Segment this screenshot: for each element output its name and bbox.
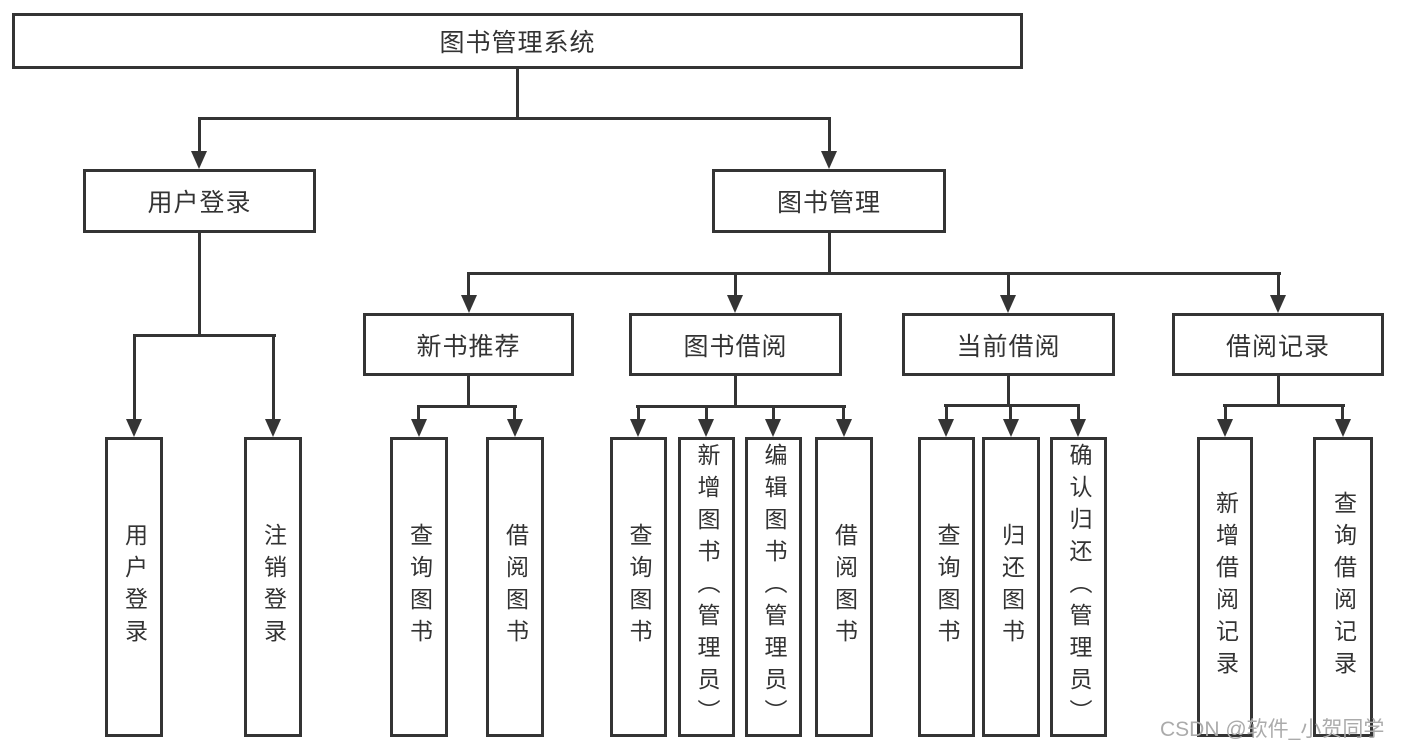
- connector-line: [945, 404, 948, 421]
- arrowhead-down-icon: [265, 419, 281, 437]
- connector-line: [467, 373, 470, 408]
- connector-line: [133, 334, 136, 421]
- arrowhead-down-icon: [727, 295, 743, 313]
- leaf-user-login: 用户登录: [105, 437, 163, 737]
- connector-line: [1077, 404, 1080, 421]
- leaf-add-borrow-record: 新增借阅记录: [1197, 437, 1253, 737]
- connector-line: [198, 230, 201, 337]
- connector-line: [705, 405, 708, 421]
- node-label: 借阅记录: [1225, 332, 1330, 361]
- connector-line: [828, 117, 831, 153]
- connector-line: [417, 405, 517, 408]
- arrowhead-down-icon: [938, 419, 954, 437]
- leaf-confirm-return-admin: 确认归还（管理员）: [1050, 437, 1107, 737]
- leaf-label: 新增借阅记录: [1212, 491, 1239, 683]
- node-current-borrow: 当前借阅: [902, 313, 1115, 376]
- leaf-query-books-1: 查询图书: [390, 437, 448, 737]
- leaf-query-books-3: 查询图书: [918, 437, 975, 737]
- leaf-label: 查询图书: [406, 523, 433, 651]
- node-label: 当前借阅: [956, 332, 1061, 361]
- connector-line: [636, 405, 846, 408]
- connector-line: [1007, 373, 1010, 407]
- arrowhead-down-icon: [461, 295, 477, 313]
- watermark: CSDN @软件_小贺同学: [1160, 718, 1385, 741]
- connector-line: [637, 405, 640, 421]
- connector-line: [772, 405, 775, 421]
- connector-line: [272, 334, 275, 421]
- node-book-management: 图书管理: [712, 169, 946, 233]
- leaf-label: 查询借阅记录: [1330, 491, 1357, 683]
- arrowhead-down-icon: [630, 419, 646, 437]
- arrowhead-down-icon: [1270, 295, 1286, 313]
- arrowhead-down-icon: [698, 419, 714, 437]
- connector-line: [1009, 404, 1012, 421]
- node-root: 图书管理系统: [12, 13, 1023, 69]
- leaf-borrow-books-2: 借阅图书: [815, 437, 873, 737]
- node-label: 图书管理: [776, 189, 881, 217]
- leaf-label: 注销登录: [260, 523, 287, 651]
- connector-line: [198, 117, 831, 120]
- arrowhead-down-icon: [1000, 295, 1016, 313]
- node-label: 用户登录: [147, 189, 252, 217]
- connector-line: [513, 405, 516, 421]
- leaf-return-books: 归还图书: [982, 437, 1040, 737]
- node-root-label: 图书管理系统: [439, 29, 596, 57]
- arrowhead-down-icon: [1217, 419, 1233, 437]
- connector-line: [198, 117, 201, 153]
- leaf-logout: 注销登录: [244, 437, 302, 737]
- leaf-label: 查询图书: [934, 523, 960, 651]
- leaf-label: 新增图书（管理员）: [694, 443, 720, 731]
- leaf-label: 用户登录: [121, 523, 148, 651]
- arrowhead-down-icon: [507, 419, 523, 437]
- leaf-query-books-2: 查询图书: [610, 437, 667, 737]
- connector-line: [467, 272, 470, 298]
- leaf-label: 编辑图书（管理员）: [761, 443, 787, 731]
- connector-line: [133, 334, 276, 337]
- leaf-borrow-books-1: 借阅图书: [486, 437, 544, 737]
- arrowhead-down-icon: [836, 419, 852, 437]
- arrowhead-down-icon: [191, 151, 207, 169]
- connector-line: [1223, 404, 1345, 407]
- arrowhead-down-icon: [1335, 419, 1351, 437]
- leaf-query-borrow-record: 查询借阅记录: [1313, 437, 1373, 737]
- node-label: 新书推荐: [416, 332, 521, 361]
- arrowhead-down-icon: [411, 419, 427, 437]
- connector-line: [516, 66, 519, 120]
- connector-line: [828, 230, 831, 275]
- leaf-label: 确认归还（管理员）: [1066, 443, 1092, 731]
- connector-line: [1277, 373, 1280, 407]
- connector-line: [417, 405, 420, 421]
- connector-line: [734, 272, 737, 298]
- leaf-label: 借阅图书: [831, 523, 858, 651]
- leaf-add-books-admin: 新增图书（管理员）: [678, 437, 735, 737]
- arrowhead-down-icon: [1070, 419, 1086, 437]
- node-borrow-records: 借阅记录: [1172, 313, 1384, 376]
- connector-line: [842, 405, 845, 421]
- connector-line: [734, 373, 737, 408]
- arrowhead-down-icon: [1003, 419, 1019, 437]
- leaf-label: 借阅图书: [502, 523, 529, 651]
- node-user-login: 用户登录: [83, 169, 316, 233]
- arrowhead-down-icon: [126, 419, 142, 437]
- connector-line: [1224, 404, 1227, 421]
- arrowhead-down-icon: [765, 419, 781, 437]
- connector-line: [944, 404, 1080, 407]
- connector-line: [467, 272, 1281, 275]
- node-book-borrow: 图书借阅: [629, 313, 842, 376]
- leaf-label: 查询图书: [626, 523, 652, 651]
- leaf-edit-books-admin: 编辑图书（管理员）: [745, 437, 802, 737]
- node-label: 图书借阅: [683, 332, 788, 361]
- connector-line: [1341, 404, 1344, 421]
- node-new-book-recommend: 新书推荐: [363, 313, 574, 376]
- connector-line: [1277, 272, 1280, 298]
- leaf-label: 归还图书: [998, 523, 1025, 651]
- connector-line: [1007, 272, 1010, 298]
- arrowhead-down-icon: [821, 151, 837, 169]
